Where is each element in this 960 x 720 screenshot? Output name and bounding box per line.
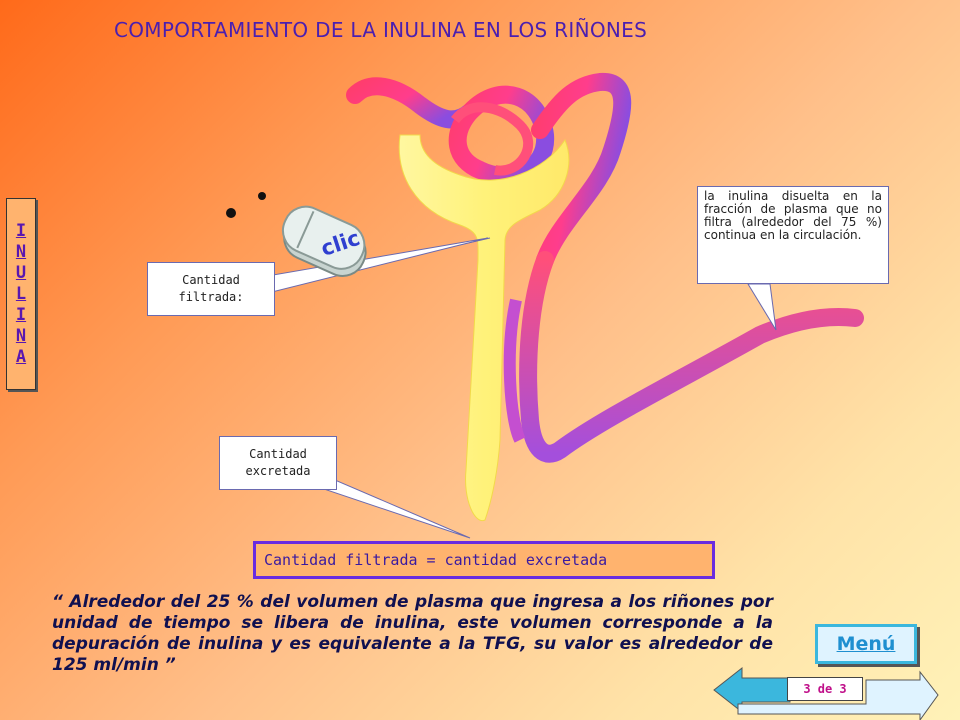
callout-line: Cantidad [249, 447, 307, 461]
quote-text: “ Alrededor del 25 % del volumen de plas… [52, 592, 773, 675]
side-tab-letter: I [15, 304, 27, 325]
callout-cantidad-filtrada: Cantidad filtrada: [147, 262, 275, 316]
glomerulus [448, 85, 555, 185]
callout-line: Cantidad [182, 273, 240, 287]
afferent-arteriole [346, 77, 479, 129]
efferent-arteriole [531, 72, 632, 269]
motion-dot [226, 208, 236, 218]
side-tab-letter: N [15, 325, 27, 346]
mouse-icon[interactable] [273, 200, 375, 283]
side-tab-letter: U [15, 262, 27, 283]
motion-dot [258, 192, 266, 200]
bowman-capsule [398, 134, 570, 522]
side-tab-letter: N [15, 241, 27, 262]
menu-button-label: Menú [836, 633, 896, 655]
callout-inulina-circulacion: la inulina disuelta en la fracción de pl… [697, 186, 889, 284]
callout-cantidad-excretada: Cantidad excretada [219, 436, 337, 490]
side-tab-letter: I [15, 220, 27, 241]
equation-box: Cantidad filtrada = cantidad excretada [253, 541, 715, 579]
peritubular-capillary [519, 251, 864, 463]
side-tab-inulina[interactable]: I N U L I N A [6, 198, 36, 390]
callout-line: filtrada: [178, 290, 244, 304]
page-title: COMPORTAMIENTO DE LA INULINA EN LOS RIÑO… [114, 18, 648, 42]
menu-button[interactable]: Menú [815, 624, 917, 664]
page-indicator: 3 de 3 [787, 677, 863, 701]
callout-line: excretada [245, 464, 311, 478]
side-tab-letter: L [15, 283, 27, 304]
side-tab-letter: A [15, 346, 27, 367]
arrow-right-icon[interactable] [737, 670, 939, 720]
